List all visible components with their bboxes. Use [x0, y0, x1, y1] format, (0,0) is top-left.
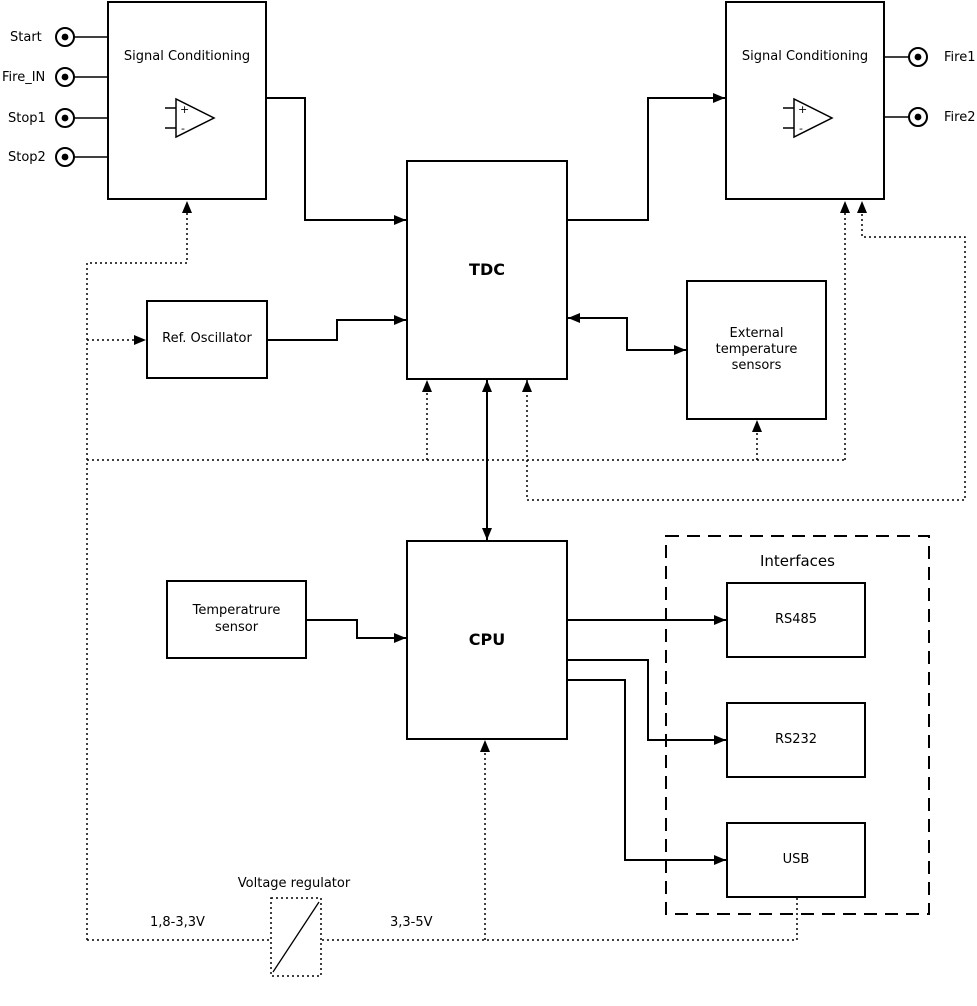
connector-fire-in-icon — [55, 67, 107, 87]
cpu-block: CPU — [406, 540, 568, 740]
ref-oscillator-label: Ref. Oscillator — [162, 331, 252, 347]
rail-label-1v8-3v3: 1,8-3,3V — [150, 915, 205, 930]
temperature-sensor-label: Temperatrure sensor — [192, 603, 281, 635]
external-temperature-sensors-label: External temperature sensors — [715, 325, 798, 374]
signal-conditioning-right-block: Signal Conditioning — [725, 1, 885, 200]
wire-tdc-to-scright — [568, 93, 725, 221]
wire-scleft-to-tdc — [267, 97, 406, 225]
connector-fire2-icon — [885, 107, 928, 127]
usb-block: USB — [726, 822, 866, 898]
tdc-label: TDC — [469, 260, 505, 279]
input-connectors — [55, 27, 107, 167]
port-label-stop2: Stop2 — [8, 150, 46, 165]
signal-conditioning-right-label: Signal Conditioning — [741, 49, 869, 64]
connector-stop1-icon — [55, 108, 107, 128]
wire-tdc-exttemp-bidir — [568, 313, 686, 355]
voltage-regulator-label: Voltage regulator — [237, 876, 351, 891]
wire-refosc-to-tdc — [268, 315, 406, 341]
port-label-fire1: Fire1 — [944, 50, 976, 65]
port-label-fire2: Fire2 — [944, 110, 976, 125]
connector-start-icon — [55, 27, 107, 47]
port-label-stop1: Stop1 — [8, 111, 46, 126]
voltage-regulator-icon — [270, 897, 322, 977]
port-label-fire-in: Fire_IN — [2, 70, 46, 85]
rs232-label: RS232 — [774, 731, 818, 747]
interfaces-group-title: Interfaces — [760, 552, 835, 570]
signal-conditioning-left-block: Signal Conditioning — [107, 1, 267, 200]
ref-oscillator-block: Ref. Oscillator — [146, 300, 268, 379]
usb-label: USB — [782, 851, 810, 867]
wire-cpu-to-rs232 — [568, 659, 726, 745]
rs485-label: RS485 — [774, 611, 818, 627]
wire-cpu-to-usb — [568, 679, 726, 865]
cpu-label: CPU — [468, 630, 506, 649]
tdc-block: TDC — [406, 160, 568, 380]
output-connectors — [885, 47, 928, 127]
connector-fire1-icon — [885, 47, 928, 67]
rail-label-3v3-5v: 3,3-5V — [390, 915, 433, 930]
connector-stop2-icon — [55, 147, 107, 167]
rs232-block: RS232 — [726, 702, 866, 778]
temperature-sensor-block: Temperatrure sensor — [166, 580, 307, 659]
external-temperature-sensors-block: External temperature sensors — [686, 280, 827, 420]
wire-tempsensor-to-cpu — [307, 619, 406, 643]
port-label-start: Start — [10, 30, 42, 45]
rs485-block: RS485 — [726, 582, 866, 658]
signal-conditioning-left-label: Signal Conditioning — [123, 49, 251, 64]
